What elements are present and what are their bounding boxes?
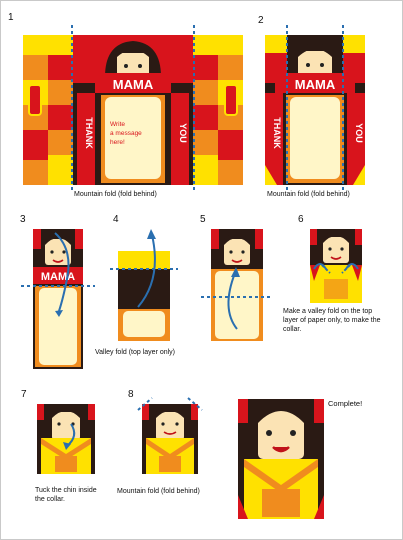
complete-label: Complete! [328,399,363,408]
step-6-number: 6 [298,214,304,225]
step-1-caption: Mountain fold (fold behind) [74,191,157,198]
step-2-card-diagram: MAMA THANK YOU [265,25,365,193]
complete-doll-diagram [238,399,324,519]
step-4-number: 4 [113,214,119,225]
you-text: YOU [178,123,188,143]
step-4-caption: Valley fold (top layer only) [95,349,176,356]
svg-text:a message: a message [110,130,142,137]
step-8-caption: Mountain fold (fold behind) [117,488,200,495]
step-5-number: 5 [200,214,206,225]
svg-text:THANK: THANK [272,117,282,149]
svg-text:MAMA: MAMA [295,77,336,92]
step-8-diagram [137,397,203,474]
step-4-diagram [110,229,178,341]
step-7-diagram [37,404,95,474]
step-2-number: 2 [258,15,264,26]
step-6-caption: Make a valley fold on the top layer of p… [283,308,381,333]
step-3-diagram: MAMA [21,229,95,369]
step-7-caption: Tuck the chin inside the collar. [35,487,97,503]
step-2-caption: Mountain fold (fold behind) [267,191,350,198]
step-3-number: 3 [20,214,26,225]
thank-text: THANK [84,117,94,149]
step-1-number: 1 [8,12,14,23]
mama-title: MAMA [113,77,154,92]
step-5-diagram [201,229,273,341]
step-8-number: 8 [128,389,134,400]
svg-text:here!: here! [110,139,125,146]
svg-text:Write: Write [110,121,125,128]
step-6-diagram [310,229,362,303]
step-7-number: 7 [21,389,27,400]
step-1-card-diagram: MAMA THANK YOU Write a message here! [23,25,243,193]
svg-text:YOU: YOU [354,123,364,143]
svg-text:MAMA: MAMA [41,271,75,283]
